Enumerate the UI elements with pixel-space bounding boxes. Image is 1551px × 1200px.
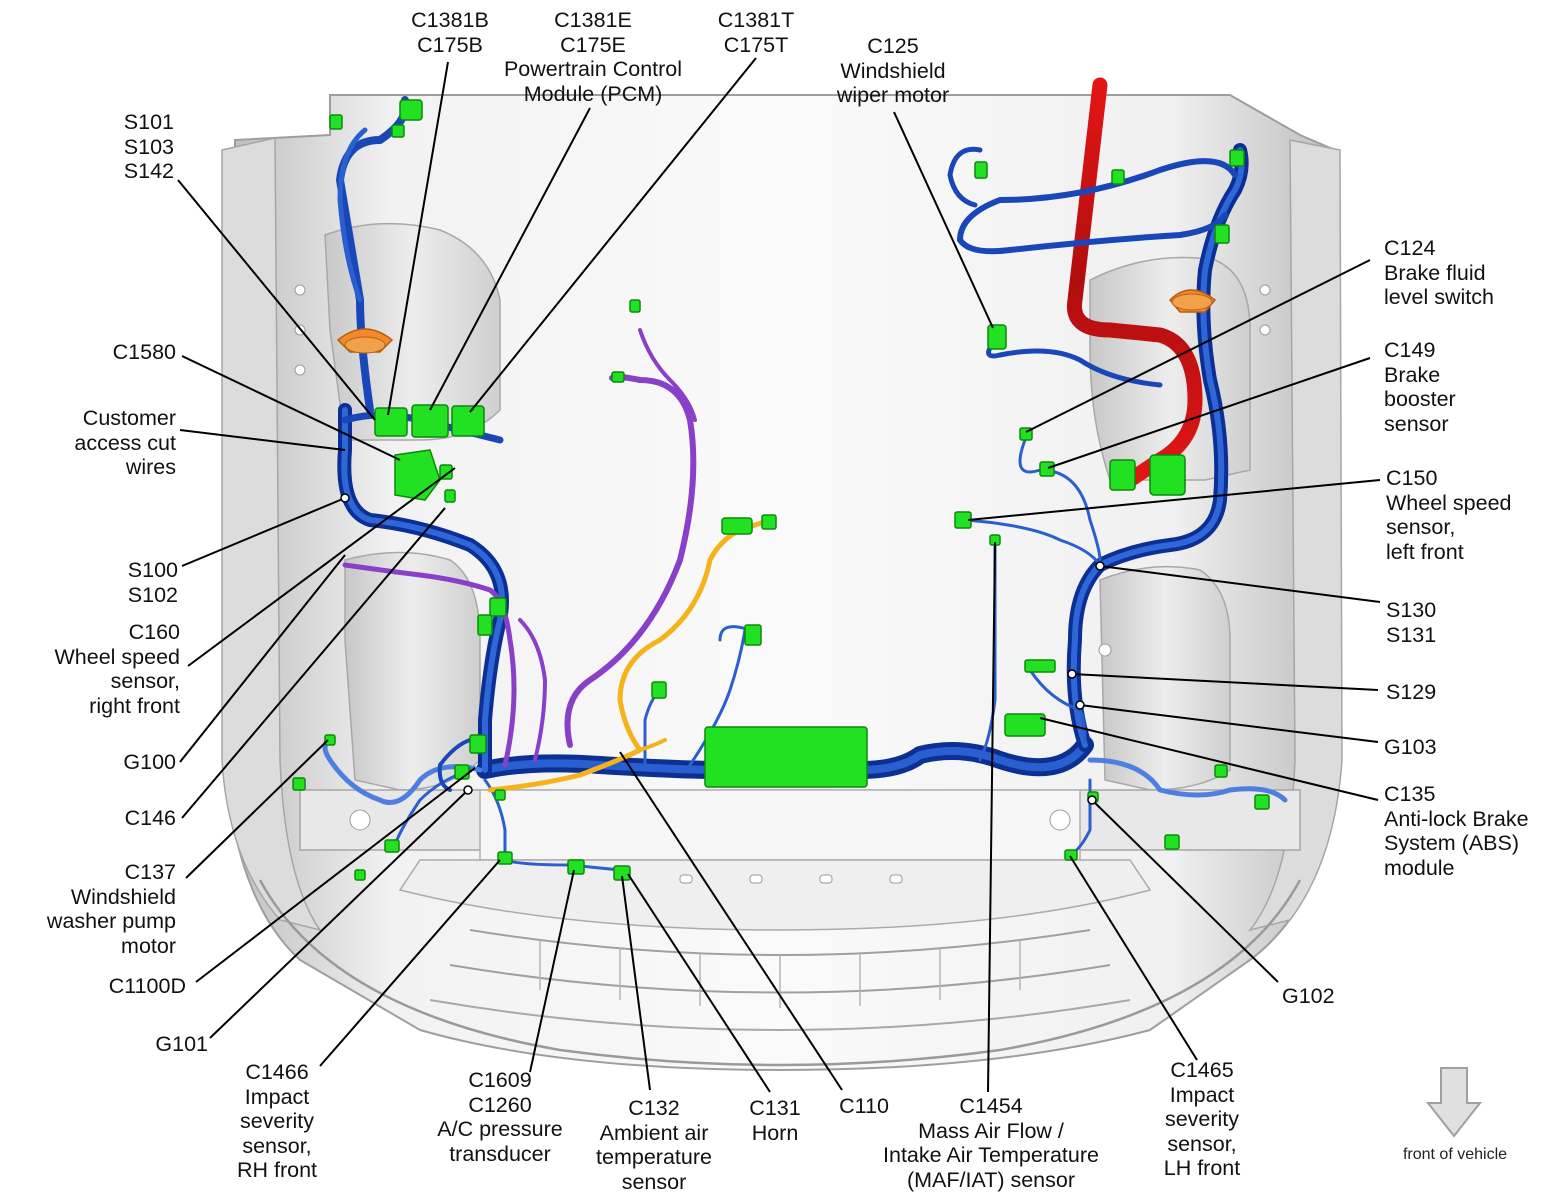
label-c135: C135 Anti-lock Brake System (ABS) module <box>1384 782 1529 880</box>
front-of-vehicle-label: front of vehicle <box>1402 1146 1508 1163</box>
label-c1381b: C1381B C175B <box>411 8 489 57</box>
label-c132: C132 Ambient air temperature sensor <box>596 1096 712 1194</box>
label-s101: S101 S103 S142 <box>123 110 174 183</box>
label-c110: C110 <box>839 1094 889 1118</box>
label-c137: C137 Windshield washer pump motor <box>46 860 176 958</box>
label-c1609: C1609 C1260 A/C pressure transducer <box>437 1068 563 1166</box>
label-s130: S130 S131 <box>1386 598 1437 647</box>
label-c1465: C1465 Impact severity sensor, LH front <box>1163 1058 1241 1180</box>
battery-cable <box>1066 77 1203 488</box>
splice-markers <box>340 493 1105 805</box>
label-c1454: C1454 Mass Air Flow / Intake Air Tempera… <box>883 1094 1099 1192</box>
label-c1466: C1466 Impact severity sensor, RH front <box>236 1060 318 1182</box>
label-c125: C125 Windshield wiper motor <box>836 34 950 107</box>
label-g103: G103 <box>1384 735 1437 759</box>
vehicle-body <box>221 94 1343 1072</box>
label-c1381t: C1381T C175T <box>717 8 795 57</box>
leader-lines <box>177 57 1381 1093</box>
label-c1381e-pcm: C1381E C175E Powertrain Control Module (… <box>503 8 683 106</box>
label-s100: S100 S102 <box>127 558 178 607</box>
label-g102: G102 <box>1282 984 1335 1008</box>
label-customer-access-cut-wires: Customer access cut wires <box>74 406 176 479</box>
grommets <box>336 289 1217 354</box>
label-s129: S129 <box>1386 680 1437 704</box>
connectors <box>292 99 1270 881</box>
label-g100: G100 <box>123 750 176 774</box>
label-c131: C131 Horn <box>749 1096 801 1145</box>
label-c124: C124 Brake fluid level switch <box>1384 236 1494 309</box>
label-c150: C150 Wheel speed sensor, left front <box>1386 466 1512 564</box>
label-c146: C146 <box>124 806 176 830</box>
label-c1100d: C1100D <box>108 974 186 998</box>
label-g101: G101 <box>155 1032 208 1056</box>
label-c1580: C1580 <box>112 340 176 364</box>
label-c149: C149 Brake booster sensor <box>1384 338 1456 436</box>
down-arrow-icon <box>1425 1067 1483 1138</box>
label-c160: C160 Wheel speed sensor, right front <box>54 620 181 718</box>
